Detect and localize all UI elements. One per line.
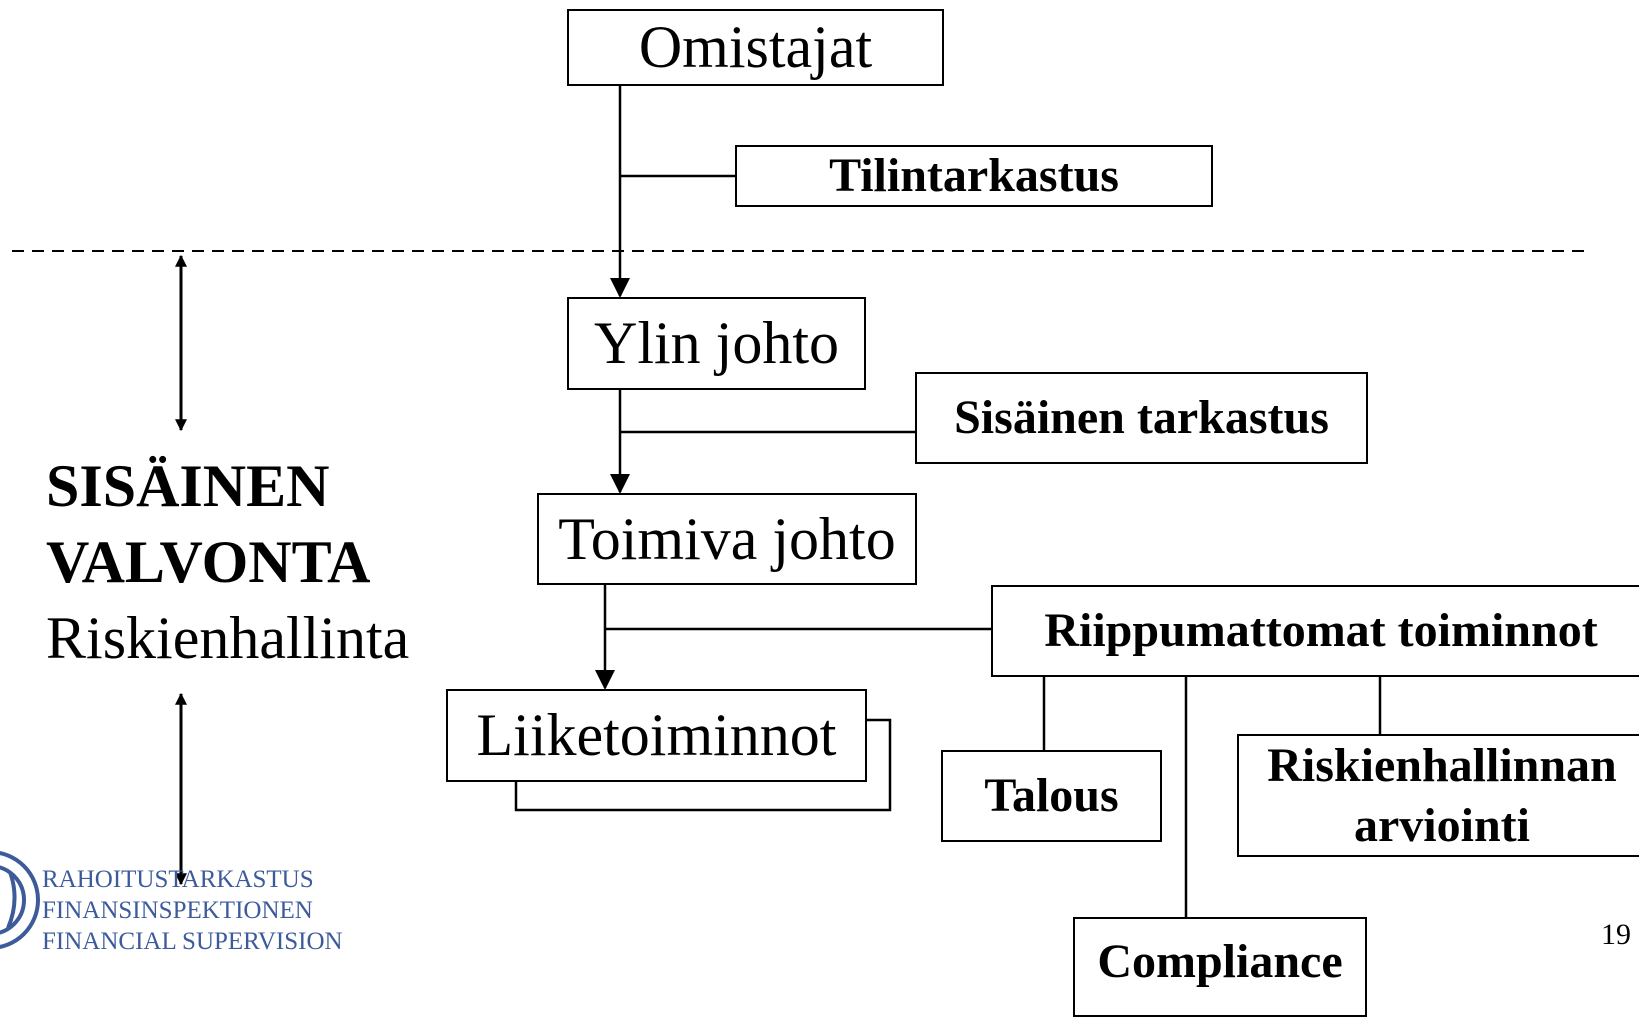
- box-talous: Talous: [941, 750, 1162, 842]
- side-label: SISÄINEN VALVONTA Riskienhallinta: [46, 448, 409, 676]
- box-omistajat: Omistajat: [567, 9, 944, 86]
- box-ylin-johto: Ylin johto: [567, 297, 866, 390]
- riskienhallinnan-line2: arviointi: [1354, 798, 1530, 852]
- side-label-line2: VALVONTA: [46, 529, 371, 595]
- page-number: 19: [1601, 918, 1631, 951]
- logo-line1: RAHOITUSTARKASTUS: [42, 866, 314, 893]
- box-riskienhallinnan-arviointi: Riskienhallinnan arviointi: [1237, 734, 1639, 857]
- box-tilintarkastus: Tilintarkastus: [735, 145, 1213, 207]
- box-toimiva-johto: Toimiva johto: [537, 493, 917, 585]
- logo-text: RAHOITUSTARKASTUS FINANSINSPEKTIONEN FIN…: [42, 864, 343, 957]
- riskienhallinnan-line1: Riskienhallinnan: [1267, 738, 1617, 792]
- box-compliance: Compliance: [1073, 917, 1367, 1017]
- liiketoiminnot-shadow: [514, 718, 892, 812]
- logo-line2: FINANSINSPEKTIONEN: [42, 897, 313, 924]
- logo-seal: [0, 851, 40, 949]
- side-label-line3: Riskienhallinta: [46, 605, 410, 671]
- box-sisainen-tarkastus: Sisäinen tarkastus: [915, 372, 1368, 464]
- logo-line3: FINANCIAL SUPERVISION: [42, 928, 343, 955]
- side-label-line1: SISÄINEN: [46, 453, 330, 519]
- box-liiketoiminnot: Liiketoiminnot: [446, 689, 867, 782]
- box-riippumattomat-toiminnot: Riippumattomat toiminnot: [991, 585, 1639, 677]
